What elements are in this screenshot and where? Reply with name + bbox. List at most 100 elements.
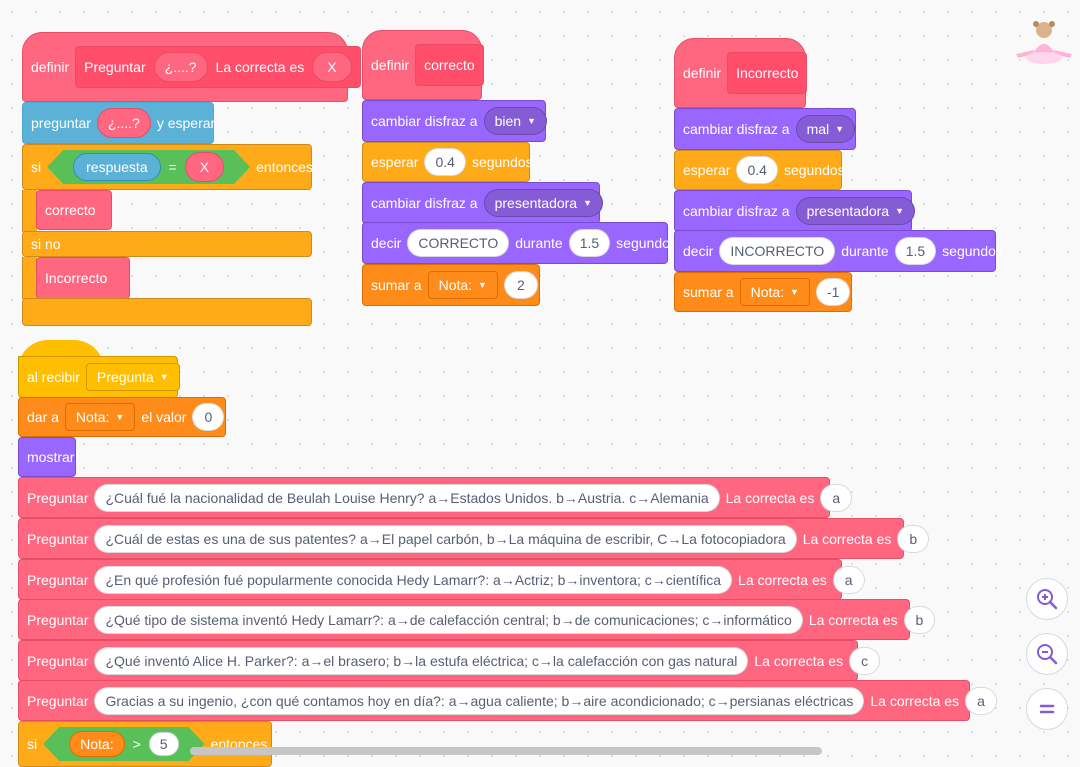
preguntar-label: Preguntar xyxy=(27,530,89,547)
when-i-receive-hat[interactable]: al recibir Pregunta▼ xyxy=(18,356,180,398)
answer-input[interactable]: a xyxy=(965,686,997,715)
show-variable-block[interactable]: mostrar xyxy=(18,437,76,477)
answer-input[interactable]: a xyxy=(832,565,865,594)
define-correcto-hat[interactable]: definir correcto xyxy=(362,30,484,100)
question-input[interactable]: ¿Cuál fué la nacionalidad de Beulah Loui… xyxy=(94,483,720,512)
set-mid-label: el valor xyxy=(141,409,187,425)
question-input[interactable]: Gracias a su ingenio, ¿con qué contamos … xyxy=(94,686,865,715)
question-input[interactable]: ¿Cuál de estas es una de sus patentes? a… xyxy=(94,524,797,553)
question-block[interactable]: Preguntar ¿Cuál de estas es una de sus p… xyxy=(18,518,930,559)
define-preguntar-hat[interactable]: definir Preguntar ¿....? La correcta es … xyxy=(22,32,361,102)
say-text-input[interactable]: CORRECTO xyxy=(407,229,510,257)
answer-input[interactable]: b xyxy=(903,605,936,634)
ask-suffix: y esperar xyxy=(156,115,216,131)
define-incorrecto-hat[interactable]: definir Incorrecto xyxy=(674,38,808,108)
set-value-input[interactable]: 0 xyxy=(192,403,225,431)
switch-costume-block-2[interactable]: cambiar disfraz a presentadora▼ xyxy=(362,182,604,224)
correct-label: La correcta es xyxy=(754,652,844,669)
ask-and-wait-block[interactable]: preguntar ¿....? y esperar xyxy=(22,102,216,144)
question-input[interactable]: ¿En qué profesión fué popularmente conoc… xyxy=(94,565,733,594)
switch-costume-label: cambiar disfraz a xyxy=(683,203,790,219)
param-question[interactable]: ¿....? xyxy=(153,52,208,82)
when-receive-label: al recibir xyxy=(27,369,80,385)
horizontal-scrollbar[interactable] xyxy=(190,747,822,755)
answer-input[interactable]: b xyxy=(897,524,930,553)
question-block[interactable]: Preguntar Gracias a su ingenio, ¿con qué… xyxy=(18,680,997,721)
call-incorrecto-block[interactable]: Incorrecto xyxy=(36,257,130,299)
procedure-name: Preguntar xyxy=(84,59,146,75)
chevron-down-icon: ▼ xyxy=(115,412,125,422)
seconds-label: segundos xyxy=(471,154,533,170)
change-variable-block[interactable]: sumar a Nota:▼ -1 xyxy=(674,272,852,312)
question-input[interactable]: ¿Qué tipo de sistema inventó Hedy Lamarr… xyxy=(94,605,803,634)
compare-value-input[interactable]: 5 xyxy=(149,732,179,756)
call-correcto-block[interactable]: correcto xyxy=(36,190,112,230)
param-x[interactable]: X xyxy=(312,52,352,82)
change-variable-block[interactable]: sumar a Nota:▼ 2 xyxy=(362,264,540,306)
zoom-in-button[interactable] xyxy=(1026,578,1068,620)
say-secs-input[interactable]: 1.5 xyxy=(568,229,611,257)
define-label: definir xyxy=(31,59,70,75)
x-reporter[interactable]: X xyxy=(185,152,224,182)
variable-dropdown[interactable]: Nota:▼ xyxy=(427,271,498,299)
question-input[interactable]: ¿Qué inventó Alice H. Parker?: a→el bras… xyxy=(94,646,749,675)
if-header[interactable]: si respuesta = X entonces xyxy=(22,144,313,190)
else-row: si no xyxy=(22,231,312,257)
correct-label: La correcta es xyxy=(802,530,892,547)
switch-costume-block[interactable]: cambiar disfraz a mal ▼ xyxy=(674,108,856,150)
question-block[interactable]: Preguntar ¿En qué profesión fué popularm… xyxy=(18,559,865,600)
if-mouth xyxy=(22,190,37,232)
variable-dropdown[interactable]: Nota:▼ xyxy=(739,278,810,306)
seconds-label: segundos xyxy=(616,235,677,251)
variable-dropdown[interactable]: Nota:▼ xyxy=(64,403,136,431)
prototype-block[interactable]: Preguntar ¿....? La correcta es X xyxy=(75,46,361,88)
correct-label: La correcta es xyxy=(808,611,898,628)
message-dropdown[interactable]: Pregunta▼ xyxy=(85,363,180,391)
nota-reporter[interactable]: Nota: xyxy=(69,731,124,757)
if-else-block[interactable]: si respuesta = X entonces correcto si no… xyxy=(22,144,313,326)
say-text-input[interactable]: INCORRECTO xyxy=(719,237,836,265)
switch-costume-block[interactable]: cambiar disfraz a bien▼ xyxy=(362,100,547,142)
switch-costume-label: cambiar disfraz a xyxy=(371,195,478,211)
costume-dropdown[interactable]: presentadora▼ xyxy=(795,197,916,225)
prototype-incorrecto[interactable]: Incorrecto xyxy=(727,52,808,94)
define-label: definir xyxy=(371,57,410,73)
set-variable-block[interactable]: dar a Nota:▼ el valor 0 xyxy=(18,397,226,437)
switch-costume-block-2[interactable]: cambiar disfraz a presentadora▼ xyxy=(674,190,916,232)
costume-dropdown[interactable]: mal ▼ xyxy=(795,115,856,143)
change-var-label: sumar a xyxy=(371,277,422,293)
amount-input[interactable]: 2 xyxy=(503,271,538,299)
costume-dropdown[interactable]: presentadora▼ xyxy=(483,189,604,217)
amount-input[interactable]: -1 xyxy=(815,278,851,306)
chevron-down-icon: ▼ xyxy=(583,198,593,208)
wait-input[interactable]: 0.4 xyxy=(424,148,466,176)
equals-sign: = xyxy=(168,159,177,175)
question-block[interactable]: Preguntar ¿Qué inventó Alice H. Parker?:… xyxy=(18,640,881,681)
define-label: definir xyxy=(683,65,722,81)
answer-input[interactable]: c xyxy=(849,646,881,675)
answer-input[interactable]: a xyxy=(820,483,853,512)
answer-reporter[interactable]: respuesta xyxy=(73,153,160,181)
chevron-down-icon: ▼ xyxy=(835,124,845,134)
chevron-down-icon: ▼ xyxy=(790,287,799,297)
question-block[interactable]: Preguntar ¿Cuál fué la nacionalidad de B… xyxy=(18,477,853,518)
question-block[interactable]: Preguntar ¿Qué tipo de sistema inventó H… xyxy=(18,599,936,640)
ask-param[interactable]: ¿....? xyxy=(96,108,151,138)
variable-value: Nota: xyxy=(438,277,473,293)
equals-condition[interactable]: respuesta = X xyxy=(47,150,250,184)
zoom-out-button[interactable] xyxy=(1026,633,1068,675)
costume-dropdown[interactable]: bien▼ xyxy=(483,107,547,135)
say-for-secs-block[interactable]: decir INCORRECTO durante 1.5 segundos xyxy=(674,230,1003,272)
switch-costume-label: cambiar disfraz a xyxy=(683,121,790,137)
zoom-reset-button[interactable] xyxy=(1026,688,1068,730)
greater-than-condition[interactable]: Nota: > 5 xyxy=(43,727,204,761)
wait-input[interactable]: 0.4 xyxy=(736,156,778,184)
say-for-secs-block[interactable]: decir CORRECTO durante 1.5 segundos xyxy=(362,222,677,264)
say-secs-input[interactable]: 1.5 xyxy=(894,237,937,265)
wait-block[interactable]: esperar 0.4 segundos xyxy=(674,150,845,190)
else-label: si no xyxy=(31,236,61,252)
costume-value: mal xyxy=(806,121,830,137)
wait-block[interactable]: esperar 0.4 segundos xyxy=(362,142,533,182)
final-if-block[interactable]: si Nota: > 5 entonces xyxy=(18,721,272,767)
prototype-correcto[interactable]: correcto xyxy=(415,44,484,86)
